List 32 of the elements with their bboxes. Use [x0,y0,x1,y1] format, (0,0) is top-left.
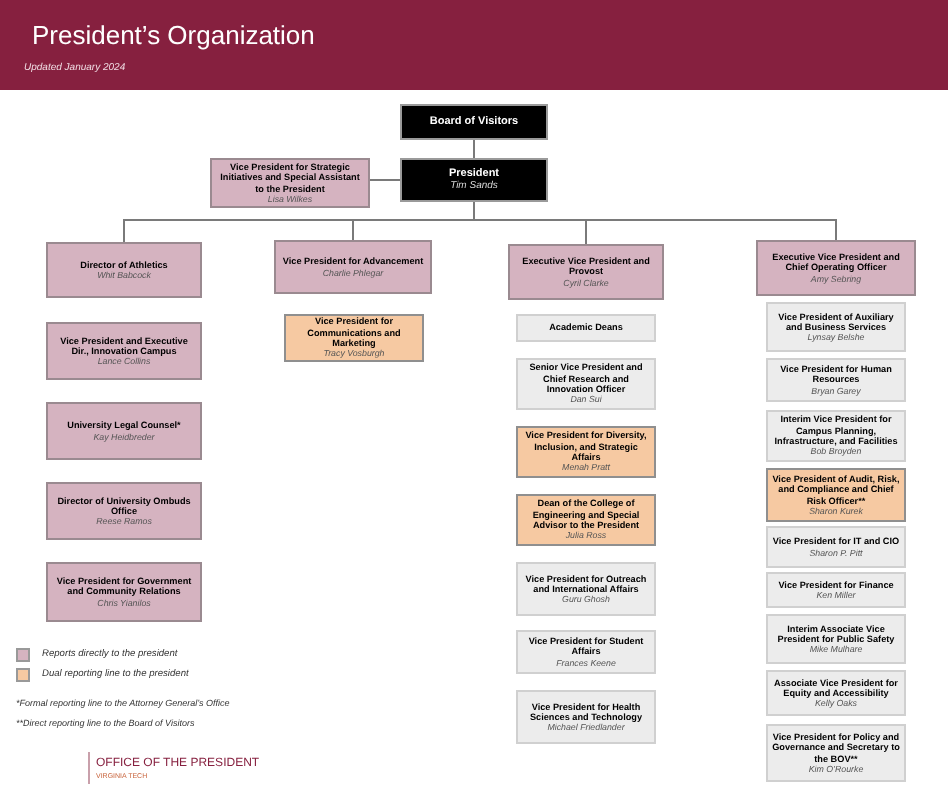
position-box [766,358,906,402]
position-box [516,426,656,478]
position-box [766,724,906,782]
position-box [46,562,202,622]
position-box [210,158,370,208]
connector-line [473,139,475,159]
position-box [46,402,202,460]
position-box [766,614,906,664]
connector-line [473,201,837,241]
executive-box [400,158,548,202]
position-box [766,670,906,716]
position-box [766,410,906,462]
position-box [508,244,664,300]
position-box [766,302,906,352]
position-box [516,690,656,744]
position-box [516,314,656,342]
position-box [516,630,656,674]
position-box [516,494,656,546]
connector-line [369,179,401,181]
position-box [766,468,906,522]
title: President’s Organization [32,20,315,52]
position-box [46,482,202,540]
executive-box [400,104,548,140]
position-box [284,314,424,362]
position-box [516,562,656,616]
position-box [766,572,906,608]
position-box [766,526,906,568]
position-box [46,322,202,380]
position-box [274,240,432,294]
position-box [46,242,202,298]
position-box [516,358,656,410]
position-box [756,240,916,296]
